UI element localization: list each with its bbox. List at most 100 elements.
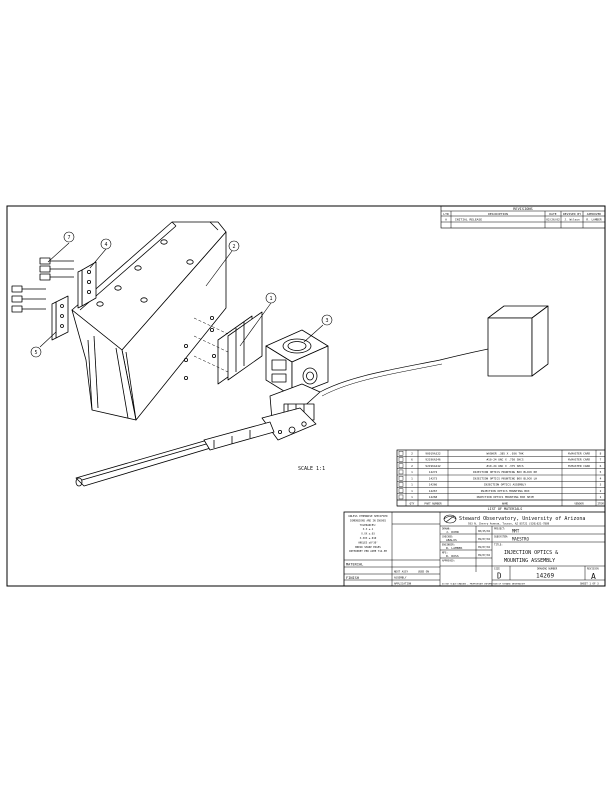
tolerance-note: INTERPRET PER ASME Y14.5M: [349, 549, 387, 553]
bom-item: 4: [600, 476, 602, 480]
rev-row-ltr: A: [445, 218, 447, 222]
bom-checkbox: [398, 476, 404, 481]
bom-part-number: 92196A246: [425, 458, 440, 462]
finish-label: FINISH: [346, 576, 359, 580]
organization-address: 933 N. Cherry Avenue, Tucson, AZ 85721 (…: [468, 522, 550, 526]
drawn-by: J. DOHR: [446, 530, 459, 534]
bom-qty: 2: [411, 464, 413, 468]
bom-name: INJECTION OPTICS MOUNTING BOX BLOCK LH: [473, 476, 537, 480]
bom-name: INJECTION OPTICS MOUNTING BOX: [481, 489, 530, 493]
mfg-by: R. ROSS: [446, 554, 459, 558]
title-line-1: INJECTION OPTICS &: [504, 550, 558, 556]
next-assy-label: NEXT ASSY: [394, 570, 408, 574]
sheet-number: SHEET 1 OF 3: [580, 582, 599, 586]
material-label: MATERIAL: [346, 563, 363, 567]
balloon-4: [100, 238, 112, 250]
mfg-label: MFG:: [442, 552, 448, 555]
bom-qty: 1: [411, 470, 413, 474]
bom-qty: 1: [411, 476, 413, 480]
title-line-2: MOUNTING ASSEMBLY: [504, 558, 555, 564]
bom-checkbox: [398, 457, 404, 462]
balloon-label-5: 5: [34, 350, 37, 356]
organization-name: Steward Observatory, University of Arizo…: [459, 516, 585, 522]
bom-qty: 1: [411, 483, 413, 487]
bom-checkbox: [398, 494, 404, 500]
rev-col-revised-by: REVISED BY: [563, 212, 581, 216]
fiber-end-box: [487, 305, 549, 377]
balloon-label-3: 3: [325, 318, 328, 324]
tolerance-note: X.X ±.1: [363, 527, 374, 531]
instrument-label: SUBSYSTEM:: [494, 536, 508, 539]
drawing-number: 14269: [536, 573, 554, 580]
footer-note: DO NOT SCALE DRAWING - PROPRIETARY INFOR…: [442, 583, 526, 586]
bom-part-number: 14266: [429, 483, 438, 487]
tolerance-note: ANGLES ±0°30': [358, 540, 378, 544]
project-label: PROJECT:: [494, 528, 506, 531]
bom-col-item: ITEM: [597, 502, 604, 506]
observatory-logo: [443, 514, 457, 524]
bom-caption: LIST OF MATERIALS: [488, 507, 523, 511]
bom-part-number: 14272: [429, 470, 438, 474]
rev-row-description: INITIAL RELEASE: [455, 218, 482, 222]
bom-vendor: McMASTER CARR: [568, 451, 590, 455]
tolerance-note: BREAK SHARP EDGES: [355, 545, 381, 549]
balloon-callouts: [30, 231, 333, 358]
bom-part-number: 14267: [429, 489, 438, 493]
checked-by: ABALOS: [446, 538, 457, 542]
rev-row-date: 02/26/02: [546, 218, 560, 222]
engineer-date: 09/07/04: [478, 545, 491, 549]
bom-qty: 2: [411, 451, 413, 455]
bom-qty: 1: [411, 489, 413, 493]
screws-lower: [11, 285, 46, 313]
rev-col-ltr: LTR: [443, 212, 449, 216]
bom-item: 1: [600, 495, 602, 499]
mounting-box: [71, 221, 227, 421]
block-rh: [51, 295, 69, 341]
revisions-title: REVISIONS: [513, 207, 532, 211]
drawing-border: [6, 205, 606, 587]
revision-value: A: [591, 572, 596, 581]
project-value: MMT: [512, 529, 520, 534]
bom-name: #10-24 UNC X .750 SHCS: [486, 458, 523, 462]
title-label: TITLE:: [494, 544, 503, 547]
tolerance-note: UNLESS OTHERWISE SPECIFIED: [348, 514, 388, 518]
bom-col-vendor: VENDOR: [574, 502, 584, 506]
bom-vendor: McMASTER CARR: [568, 464, 590, 468]
bom-name: INJECTION OPTICS ASSEMBLY: [484, 483, 526, 487]
bom-col-name: NAME: [502, 502, 509, 506]
block-lh: [77, 261, 97, 309]
rail-bar: [75, 421, 275, 487]
bom-item: 7: [600, 458, 602, 462]
bom-checkbox: [398, 463, 404, 468]
assembly-drawing: [11, 221, 549, 487]
balloon-label-4: 4: [104, 242, 107, 248]
bom-part-number: 14273: [429, 476, 438, 480]
bom-name: INJECTION OPTICS MOUNTING BOX SHIM: [476, 495, 534, 499]
drawn-date: 08/25/04: [478, 529, 491, 533]
bom-checkbox: [398, 469, 404, 475]
mfg-date: 09/07/04: [478, 553, 491, 557]
bom-col-qty: QTY: [410, 502, 415, 506]
balloon-label-2: 2: [232, 244, 235, 250]
checked-date: 09/07/04: [478, 537, 491, 541]
instrument-value: MAESTRO: [512, 537, 529, 542]
bom-qty: 6: [411, 458, 413, 462]
shim-plates: [193, 311, 263, 385]
bom-part-number: 14268: [429, 495, 438, 499]
rev-row-revised-by: J. Wilson: [564, 218, 579, 222]
rev-row-approved: R. LAMBER: [586, 218, 601, 222]
bom-qty: 1: [411, 495, 413, 499]
revisions-block: REVISIONS LTR DESCRIPTION DATE REVISED B…: [440, 205, 606, 229]
balloon-2: [228, 240, 240, 252]
balloon-1: [265, 292, 277, 304]
balloon-3: [321, 314, 333, 326]
bom-item: 6: [600, 464, 602, 468]
used-on-label: USED ON: [418, 570, 429, 574]
balloon-label-7: 7: [67, 235, 70, 241]
title-block: [343, 511, 606, 587]
rev-col-description: DESCRIPTION: [488, 212, 508, 216]
size-value: D: [497, 572, 502, 581]
